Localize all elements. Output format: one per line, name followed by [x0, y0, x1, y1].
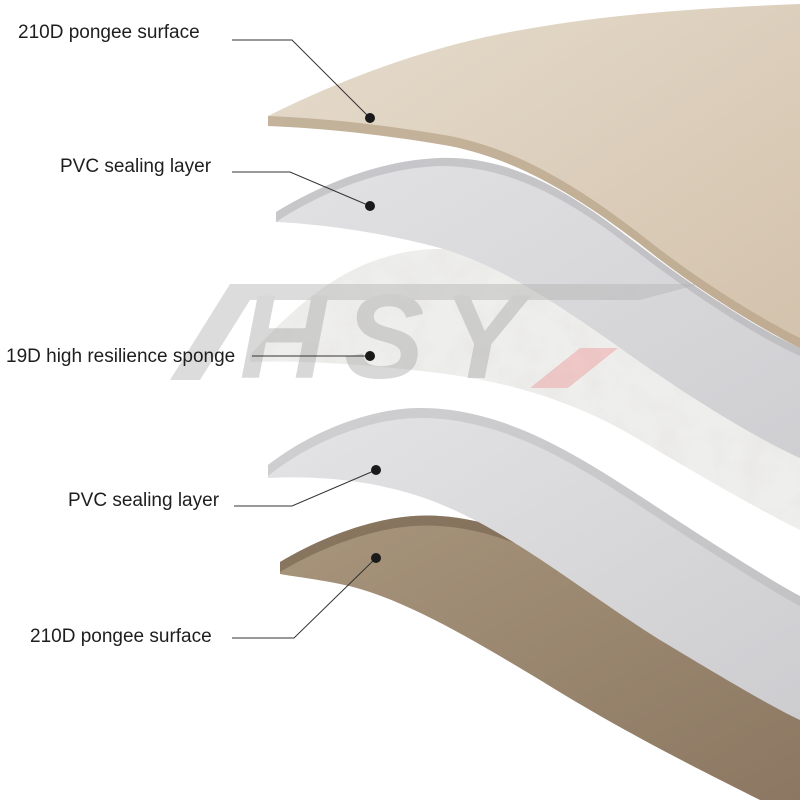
leader-line-lower-pvc — [234, 469, 377, 507]
label-upper-pvc: PVC sealing layer — [60, 156, 212, 177]
leader-line-top-surface — [232, 39, 371, 119]
leader-line-upper-pvc — [232, 171, 371, 207]
label-top-surface: 210D pongee surface — [18, 22, 200, 43]
watermark-text: HSY — [240, 270, 541, 404]
anchor-dots — [365, 113, 381, 563]
watermark: HSY — [170, 270, 700, 404]
upper-pvc-layer — [276, 157, 800, 458]
leader-lines — [232, 39, 377, 639]
anchor-dot-sponge — [365, 351, 375, 361]
bottom-pongee-layer — [280, 515, 800, 800]
label-sponge: 19D high resilience sponge — [6, 346, 235, 367]
label-bottom-surface: 210D pongee surface — [30, 626, 212, 647]
anchor-dot-bottom-surface — [371, 553, 381, 563]
sponge-layer — [250, 248, 800, 530]
top-pongee-layer — [268, 4, 800, 348]
anchor-dot-upper-pvc — [365, 201, 375, 211]
lower-pvc-layer — [268, 408, 800, 720]
anchor-dot-lower-pvc — [371, 465, 381, 475]
leader-line-bottom-surface — [232, 557, 377, 639]
anchor-dot-top-surface — [365, 113, 375, 123]
label-lower-pvc: PVC sealing layer — [68, 490, 220, 511]
